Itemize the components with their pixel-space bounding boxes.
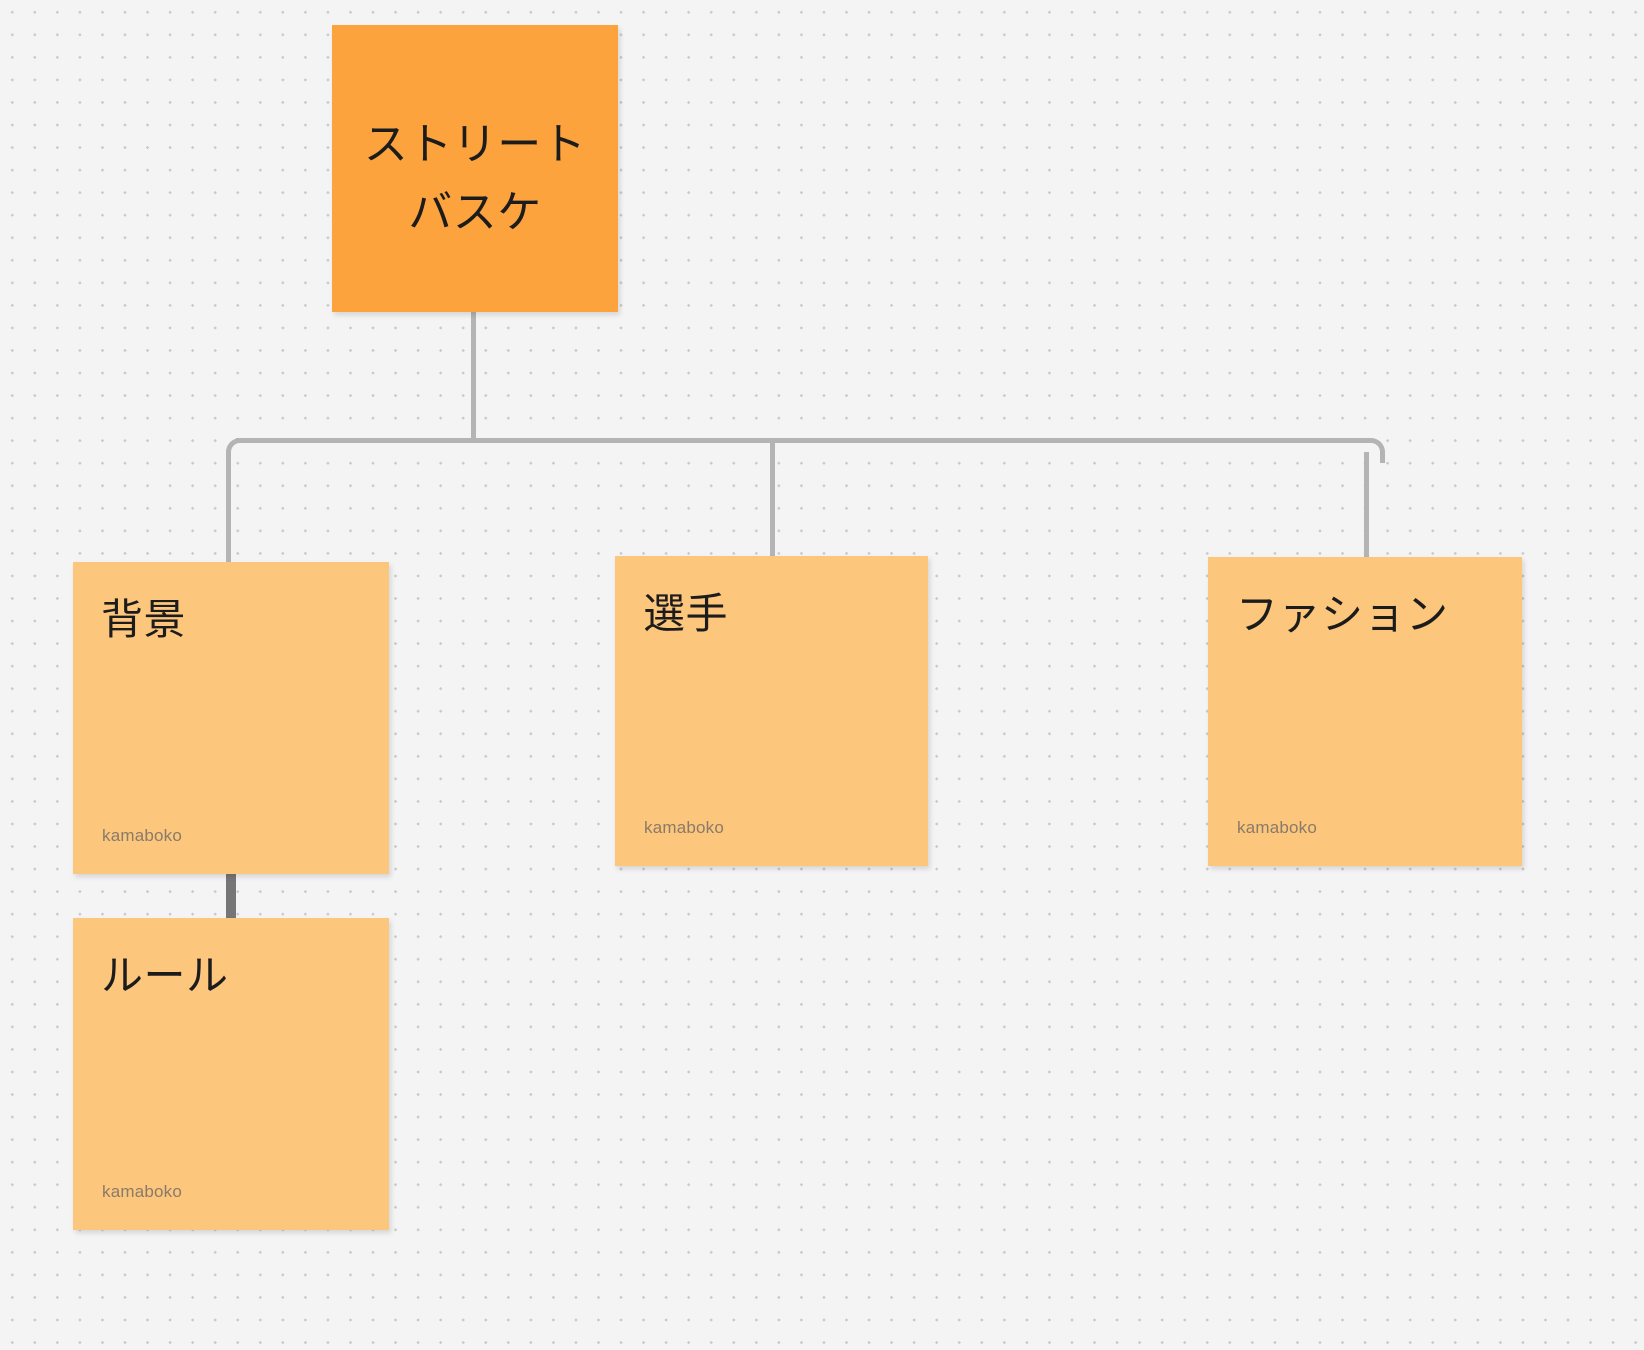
node-fashion-author: kamaboko [1237, 818, 1318, 837]
edge-background-to-rules [226, 870, 236, 922]
node-player[interactable]: 選手 kamaboko [615, 556, 928, 866]
edge-corner-left [226, 438, 251, 463]
node-fashion-title: ファション [1236, 591, 1449, 638]
node-rules[interactable]: ルール kamaboko [73, 918, 389, 1230]
node-player-title: 選手 [643, 590, 729, 637]
edge-horizontal-bus [236, 438, 1370, 443]
node-rules-author: kamaboko [102, 1182, 183, 1201]
node-background[interactable]: 背景 kamaboko [73, 562, 389, 874]
node-root-street-basketball[interactable]: ストリート バスケ [332, 25, 618, 312]
edge-root-stem [471, 312, 476, 442]
edge-drop-background [226, 452, 231, 564]
node-background-author: kamaboko [102, 826, 183, 845]
node-background-title: 背景 [101, 596, 187, 643]
node-player-author: kamaboko [644, 818, 725, 837]
node-rules-title: ルール [101, 952, 229, 999]
edge-drop-player [770, 440, 775, 558]
edge-drop-fashion [1364, 452, 1369, 560]
node-fashion[interactable]: ファション kamaboko [1208, 557, 1522, 866]
edge-corner-right [1360, 438, 1385, 463]
node-root-title: ストリート バスケ [363, 120, 587, 237]
